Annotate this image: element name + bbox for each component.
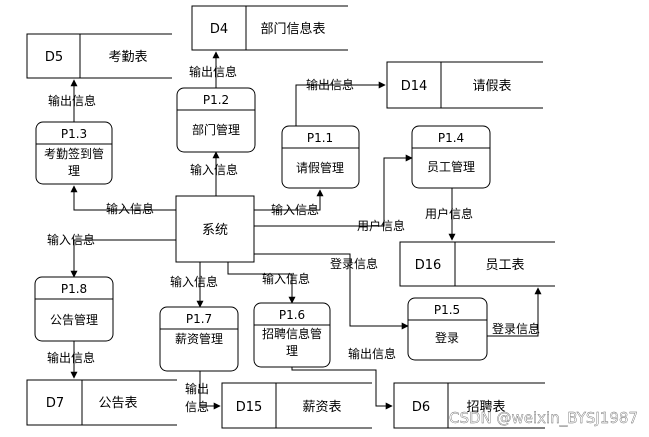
process-p1-1-name: 请假管理	[296, 160, 344, 175]
flow-p11-to-d14	[295, 81, 386, 126]
label-out-p13-d5: 输出信息	[48, 93, 96, 108]
datastore-d15: D15 薪资表	[221, 382, 372, 429]
flow-sys-to-p11	[254, 189, 324, 211]
label-user-info-p14: 用户信息	[425, 206, 473, 221]
datastore-d5-name: 考勤表	[108, 50, 147, 65]
process-p1-8: P1.8 公告管理	[34, 276, 114, 342]
flow-p17-to-d15	[199, 371, 221, 410]
process-p1-8-id: P1.8	[61, 282, 87, 296]
label-login-info-sys: 登录信息	[330, 256, 378, 271]
label-out-p12-d4: 输出信息	[189, 64, 237, 79]
label-in-sys-p11: 输入信息	[271, 202, 319, 217]
process-p1-2-name: 部门管理	[192, 122, 240, 137]
datastore-d14-name: 请假表	[472, 79, 511, 94]
process-p1-3: P1.3 考勤签到管 理	[35, 121, 113, 185]
label-login-info-p15: 登录信息	[492, 321, 540, 336]
flow-sys-to-p14	[254, 154, 413, 227]
process-p1-5: P1.5 登录	[407, 297, 488, 361]
datastore-d6-name: 招聘表	[466, 400, 505, 415]
process-p1-3-name-line1: 考勤签到管	[44, 146, 104, 161]
label-in-sys-p13: 输入信息	[106, 201, 154, 216]
process-p1-6: P1.6 招聘信息管 理	[253, 302, 331, 368]
datastore-d16-name: 员工表	[485, 258, 524, 273]
label-out-p16-d6: 输出信息	[348, 346, 396, 361]
process-p1-3-name-line2: 理	[68, 164, 80, 178]
datastore-d16: D16 员工表	[399, 241, 555, 287]
label-out-p17-d15-line1: 输出	[185, 381, 209, 396]
datastore-d4-id: D4	[210, 22, 228, 37]
process-p1-6-id: P1.6	[279, 308, 305, 322]
process-p1-8-name: 公告管理	[50, 312, 98, 327]
datastore-d14-id: D14	[401, 79, 428, 94]
process-p1-5-id: P1.5	[434, 303, 460, 317]
datastore-d7: D7 公告表	[26, 379, 177, 426]
label-user-info-sys: 用户信息	[357, 218, 405, 233]
datastore-d15-name: 薪资表	[302, 400, 341, 415]
datastore-d7-id: D7	[46, 396, 64, 411]
flow-labels: 输出信息 输出信息 输出信息 输入信息 输入信息 输入信息 用户信息 用户信息 …	[47, 64, 540, 414]
label-in-sys-p17: 输入信息	[170, 274, 218, 289]
flow-sys-to-p13	[70, 185, 176, 211]
process-p1-6-name-line2: 理	[286, 344, 298, 358]
process-p1-1: P1.1 请假管理	[281, 125, 360, 189]
process-p1-7: P1.7 薪资管理	[159, 306, 239, 372]
datastore-d7-name: 公告表	[98, 396, 137, 411]
process-p1-5-name: 登录	[435, 330, 459, 345]
flow-p15-to-d16	[487, 287, 542, 337]
process-p1-1-id: P1.1	[307, 131, 333, 145]
label-in-sys-p16: 输入信息	[262, 271, 310, 286]
datastore-d5-id: D5	[45, 50, 63, 65]
process-p1-3-id: P1.3	[61, 127, 87, 141]
flow-sys-to-p18	[70, 239, 176, 278]
flow-sys-to-p16	[227, 262, 296, 304]
datastore-d6: D6 招聘表	[393, 382, 545, 429]
datastore-d4-name: 部门信息表	[260, 21, 325, 37]
process-p1-4-name: 员工管理	[427, 159, 475, 174]
datastore-d4: D4 部门信息表	[191, 5, 348, 51]
datastore-d15-id: D15	[236, 400, 263, 415]
label-out-p17-d15-line2: 信息	[185, 399, 209, 414]
watermark: CSDN @weixin_BYSJ1987	[449, 409, 638, 428]
process-p1-2: P1.2 部门管理	[176, 87, 256, 153]
datastore-d5: D5 考勤表	[26, 33, 172, 79]
process-p1-7-id: P1.7	[186, 312, 212, 326]
process-p1-4-id: P1.4	[438, 131, 464, 145]
datastore-d14: D14 请假表	[386, 61, 543, 109]
process-p1-6-name-line1: 招聘信息管	[262, 326, 322, 341]
datastore-d6-id: D6	[412, 400, 430, 415]
system-box: 系统	[175, 195, 255, 263]
process-p1-4: P1.4 员工管理	[411, 125, 491, 189]
process-p1-2-id: P1.2	[203, 93, 229, 107]
connectors	[70, 51, 542, 410]
flow-p16-to-d6	[291, 367, 393, 410]
label-in-sys-p12: 输入信息	[190, 162, 238, 177]
label-out-p18-d7: 输出信息	[47, 350, 95, 365]
process-p1-7-name: 薪资管理	[175, 331, 223, 346]
flow-sys-to-p15	[254, 253, 409, 330]
label-in-sys-p18: 输入信息	[47, 232, 95, 247]
label-out-p11-d14: 输出信息	[306, 77, 354, 92]
system-label: 系统	[202, 223, 228, 238]
datastore-d16-id: D16	[415, 258, 442, 273]
